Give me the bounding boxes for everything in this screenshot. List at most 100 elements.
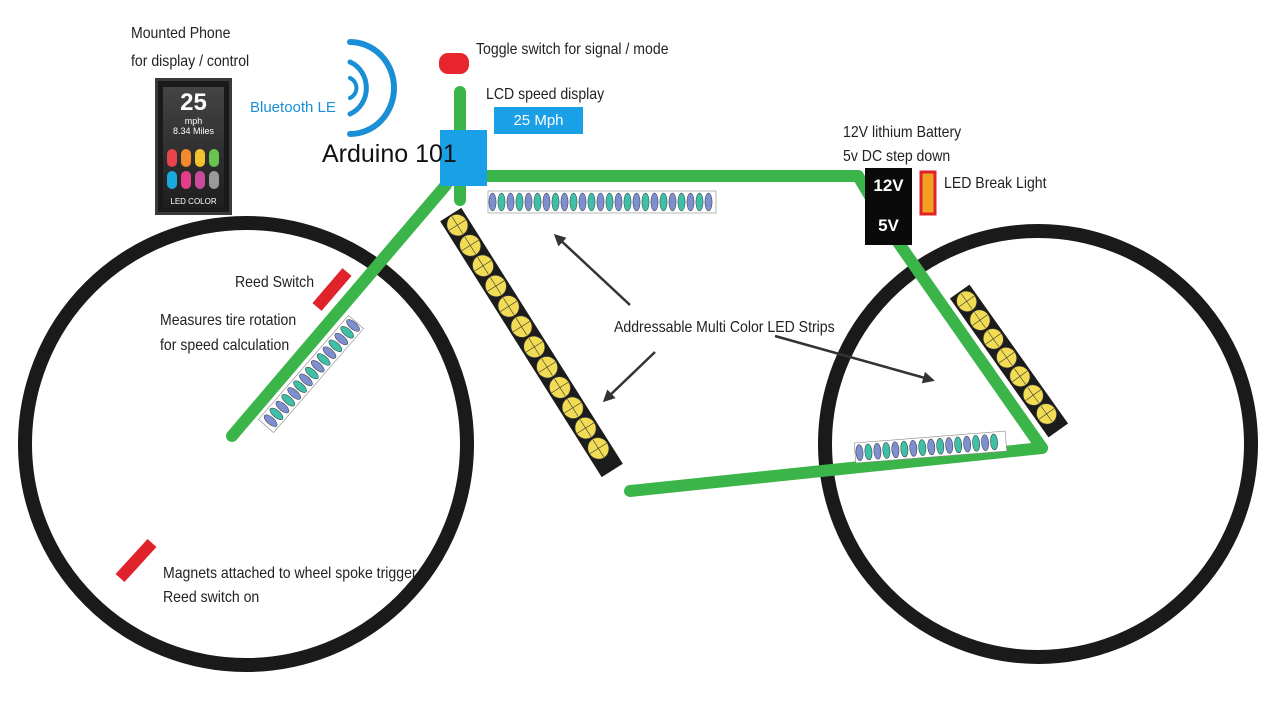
arrow-to-top-strip	[553, 233, 631, 306]
led-segment	[515, 192, 524, 212]
seat-stay	[226, 179, 452, 442]
led-segment	[686, 192, 695, 212]
led-segment	[623, 192, 632, 212]
phone-speed-value: 25	[180, 89, 207, 116]
led-segment	[346, 319, 360, 332]
measures-label-line2: for speed calculation	[160, 337, 290, 354]
led-strips	[258, 190, 1069, 478]
reed-switch-icon	[312, 268, 352, 311]
led-segment	[873, 442, 882, 460]
arrow-to-front-strip	[774, 334, 935, 384]
led-segment	[945, 437, 954, 454]
magnet-icon	[115, 538, 157, 583]
phone-speed-unit: mph	[184, 116, 203, 126]
led-segment	[340, 326, 354, 339]
color-swatch[interactable]	[209, 149, 219, 167]
led-segment	[632, 192, 641, 212]
led-strips-label: Addressable Multi Color LED Strips	[614, 319, 835, 336]
brake-light-icon	[919, 170, 937, 216]
led-segment	[981, 434, 989, 451]
rear-wheel	[18, 216, 474, 672]
led-segment	[299, 373, 313, 386]
led-strip-lower	[853, 430, 1008, 464]
led-segment	[281, 394, 296, 407]
fork	[887, 229, 1048, 454]
led-strip-fork	[949, 284, 1069, 438]
phone-miles: 8.34 Miles	[172, 126, 215, 136]
led-segment	[918, 439, 927, 456]
reed-switch-label: Reed Switch	[235, 274, 315, 291]
battery-label-line2: 5v DC step down	[843, 148, 951, 165]
led-segment	[275, 400, 290, 414]
led-strip-down	[440, 207, 623, 478]
led-segment	[909, 440, 918, 457]
measures-label-line1: Measures tire rotation	[160, 312, 297, 329]
led-segment	[900, 440, 909, 458]
phone-label-line1: Mounted Phone	[131, 25, 231, 42]
pointer-arrows	[553, 233, 935, 403]
led-segment	[704, 192, 713, 212]
down-tube	[624, 442, 1048, 497]
mounted-phone: 25 mph 8.34 Miles LED COLOR	[155, 78, 232, 215]
battery-5v-text: 5V	[878, 216, 899, 235]
led-segment	[668, 192, 677, 212]
led-segment	[569, 192, 578, 212]
phone-screen: 25 mph 8.34 Miles LED COLOR	[163, 87, 224, 208]
led-segment	[542, 192, 551, 212]
led-segment	[641, 192, 650, 212]
color-swatch[interactable]	[209, 171, 219, 189]
lcd-label: LCD speed display	[486, 86, 605, 103]
led-color-label: LED COLOR	[170, 197, 217, 206]
color-swatch[interactable]	[181, 149, 191, 167]
lcd-speed-display: 25 Mph	[494, 107, 583, 134]
led-strip-seat	[258, 315, 364, 433]
color-swatch[interactable]	[181, 171, 191, 189]
led-segment	[587, 192, 596, 212]
led-segment	[864, 443, 873, 461]
battery-box: 12V 5V	[865, 168, 912, 245]
brake-light-label: LED Break Light	[944, 175, 1047, 192]
led-segment	[488, 192, 497, 212]
led-segment	[990, 433, 998, 451]
toggle-switch[interactable]	[439, 53, 469, 74]
arduino-box	[440, 130, 487, 186]
led-segment	[560, 192, 569, 212]
magnets-label-line1: Magnets attached to wheel spoke trigger	[163, 565, 417, 582]
led-segment	[963, 435, 972, 453]
led-segment	[269, 407, 284, 421]
toggle-label: Toggle switch for signal / mode	[476, 41, 669, 58]
led-segment	[497, 192, 506, 212]
color-swatch[interactable]	[195, 149, 205, 167]
led-segment	[927, 438, 936, 456]
color-swatch[interactable]	[195, 171, 205, 189]
led-segment	[891, 441, 900, 459]
arduino-label: Arduino 101	[322, 140, 457, 168]
led-segment	[677, 192, 686, 212]
led-segment	[322, 346, 337, 359]
bluetooth-waves-icon	[347, 39, 397, 137]
bluetooth-label: Bluetooth LE	[250, 99, 336, 116]
battery-label-line1: 12V lithium Battery	[843, 124, 962, 141]
magnets-label-line2: Reed switch on	[163, 589, 260, 606]
arrow-to-down-strip	[602, 351, 656, 403]
led-segment	[524, 192, 533, 212]
led-segment	[936, 437, 945, 455]
led-segment	[506, 192, 515, 212]
battery-12v-text: 12V	[873, 176, 904, 195]
led-segment	[695, 192, 704, 212]
led-segment	[316, 353, 331, 366]
led-segment	[605, 192, 614, 212]
led-segment	[882, 442, 891, 459]
led-segment	[263, 414, 278, 427]
phone-label-line2: for display / control	[131, 53, 250, 70]
led-segment	[293, 380, 307, 393]
color-swatch[interactable]	[167, 171, 177, 189]
color-swatch[interactable]	[167, 149, 177, 167]
led-segment	[596, 192, 605, 212]
led-segment	[310, 360, 325, 373]
led-segment	[972, 435, 981, 452]
led-segment	[659, 192, 668, 212]
front-wheel	[818, 224, 1258, 664]
led-segment	[305, 366, 319, 380]
led-segment	[650, 192, 659, 212]
